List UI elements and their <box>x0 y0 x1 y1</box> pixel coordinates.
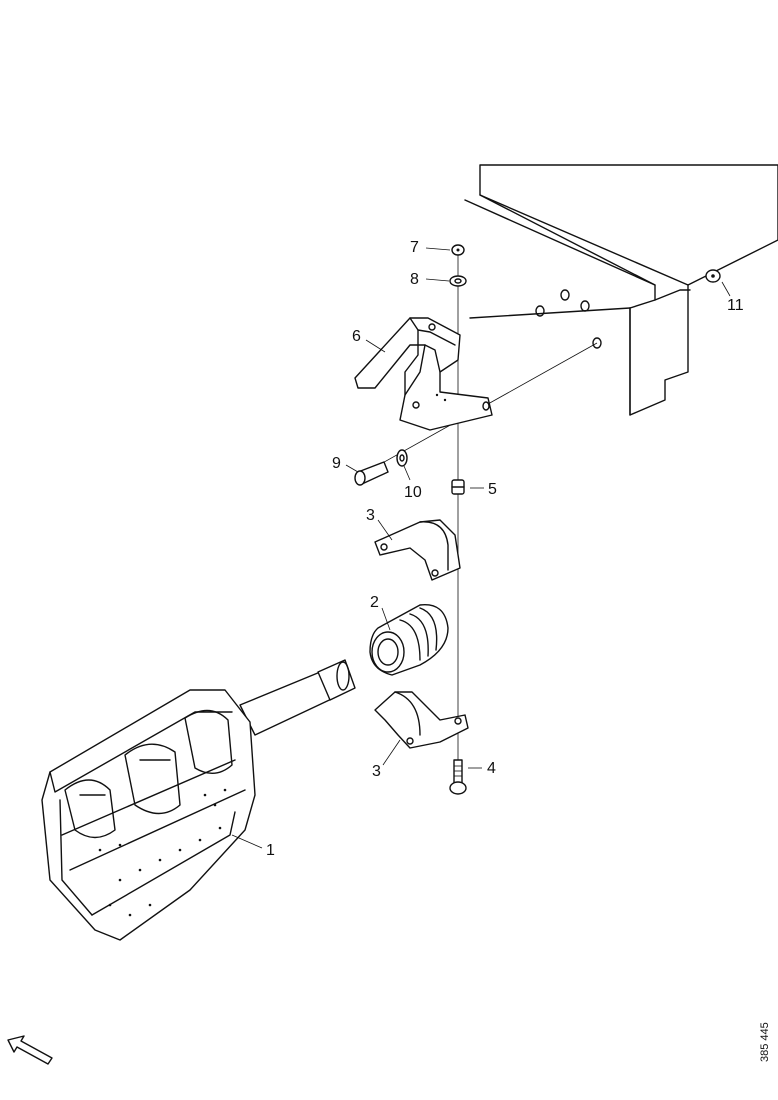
callout-4: 4 <box>487 760 496 777</box>
bolt-9 <box>354 461 389 486</box>
washer-10 <box>396 449 408 467</box>
bearing-2 <box>369 604 449 676</box>
nut-7 <box>451 244 465 256</box>
callout-2: 2 <box>370 594 379 611</box>
callout-11: 11 <box>727 297 744 314</box>
bolt-4 <box>449 759 467 795</box>
callout-3-lower: 3 <box>372 763 381 780</box>
callout-9: 9 <box>332 455 341 472</box>
frame-rail <box>464 164 778 416</box>
callout-6: 6 <box>352 328 361 345</box>
callout-10: 10 <box>404 484 422 501</box>
driveshaft <box>239 659 356 736</box>
callout-7: 7 <box>410 239 419 256</box>
clamp-3-lower <box>374 691 469 749</box>
washer-8 <box>449 275 467 287</box>
reference-number: 385 445 <box>759 1022 771 1062</box>
leader-lines <box>231 247 731 849</box>
callout-3-upper: 3 <box>366 507 375 524</box>
housing-1 <box>41 689 256 941</box>
callout-1: 1 <box>266 842 275 859</box>
direction-arrow-icon <box>7 1035 53 1065</box>
nut-11 <box>705 269 721 283</box>
callout-5: 5 <box>488 481 497 498</box>
bracket-6 <box>354 317 493 431</box>
callout-8: 8 <box>410 271 419 288</box>
clamp-3-upper <box>374 519 461 581</box>
nut-5 <box>451 479 465 495</box>
